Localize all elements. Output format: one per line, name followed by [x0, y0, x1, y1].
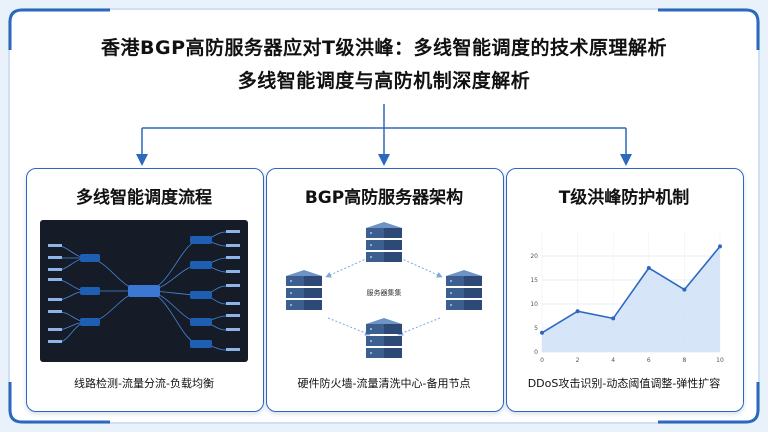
- x-tick-label: 4: [611, 357, 615, 364]
- y-tick-label: 10: [530, 301, 538, 308]
- y-tick-label: 20: [530, 253, 538, 260]
- server-diagram: 服务器集集: [280, 218, 488, 368]
- y-tick-label: 5: [534, 325, 538, 332]
- card-3-caption: DDoS攻击识别-动态阈值调整-弹性扩容: [527, 377, 721, 390]
- chart-data-point: [646, 266, 651, 270]
- corner-decoration-bottom-left: [8, 382, 110, 424]
- title-line-2: 多线智能调度与高防机制深度解析: [237, 70, 531, 92]
- card-3-title: T级洪峰防护机制: [558, 188, 690, 208]
- chart-panel: 0 5 10 15 20 0 2 4 6 8 10: [520, 222, 728, 368]
- x-tick-label: 0: [540, 357, 544, 364]
- corner-decoration-top-right: [658, 8, 760, 50]
- corner-decoration-top-left: [8, 8, 110, 50]
- chart-data-point: [718, 244, 722, 249]
- chart-data-point: [540, 330, 544, 335]
- card-1-caption: 线路检测-流量分流-负载均衡: [74, 377, 214, 390]
- corner-decoration-bottom-right: [658, 382, 760, 424]
- server-diagram-graphic: [286, 222, 482, 358]
- chart-data-point: [575, 309, 580, 314]
- server-top: [366, 222, 402, 262]
- card-1-title: 多线智能调度流程: [76, 188, 212, 208]
- server-right: [446, 270, 482, 310]
- chart-area-fill: [542, 246, 720, 352]
- y-tick-label: 0: [534, 349, 538, 356]
- x-tick-label: 10: [716, 357, 724, 364]
- chart-data-point: [682, 287, 687, 292]
- server-left: [286, 270, 322, 310]
- x-tick-label: 2: [576, 357, 580, 364]
- title-line-1: 香港BGP高防服务器应对T级洪峰：多线智能调度的技术原理解析: [101, 37, 667, 59]
- y-tick-label: 15: [530, 277, 538, 284]
- x-tick-label: 6: [647, 357, 651, 364]
- server-bottom: [366, 318, 402, 358]
- mindmap-graphic: [48, 230, 240, 351]
- chart-series-line: [541, 245, 721, 334]
- x-tick-label: 8: [682, 357, 686, 364]
- server-cluster-label: 服务器集集: [366, 289, 402, 297]
- chart-data-point: [611, 316, 616, 321]
- card-2-title: BGP高防服务器架构: [304, 188, 464, 208]
- card-2-caption: 硬件防火墙-流量清洗中心-备用节点: [297, 377, 471, 390]
- area-chart: 0 5 10 15 20 0 2 4 6 8 10: [530, 232, 724, 364]
- mindmap-image: [40, 220, 248, 362]
